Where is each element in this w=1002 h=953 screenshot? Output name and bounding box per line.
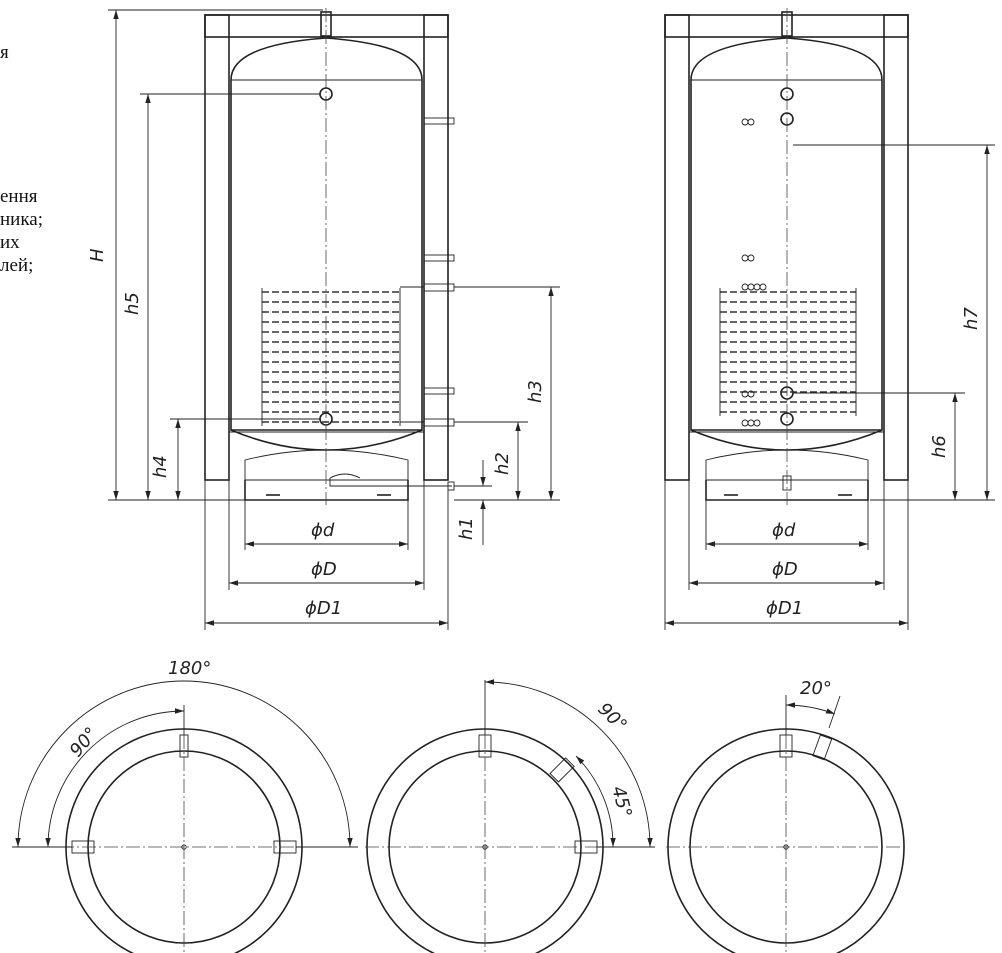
dim-h7-label: h7 <box>961 307 982 330</box>
left-dimensions <box>108 9 560 630</box>
right-dimensions <box>664 144 995 630</box>
legend-line-1: я <box>0 42 9 63</box>
right-coil <box>719 288 857 416</box>
left-coil <box>261 286 424 426</box>
dim-h1-label: h1 <box>456 517 477 540</box>
angle-45-label: 45° <box>607 784 636 820</box>
angle-90-left-label: 90° <box>66 723 103 761</box>
left-tank-view <box>204 8 455 505</box>
legend-line-2: ення <box>0 186 38 207</box>
dim-H-label: H <box>87 248 108 262</box>
dim-h4-label: h4 <box>150 455 171 478</box>
legend-line-4: их <box>0 232 20 253</box>
dim-D-label-left: ϕD <box>311 559 337 580</box>
plan-view-2 <box>365 679 655 953</box>
legend-line-5: лей; <box>0 255 34 276</box>
dim-D1-label-left: ϕD1 <box>305 598 342 619</box>
dim-h5-label: h5 <box>122 292 143 315</box>
angle-90-mid-label: 90° <box>593 699 630 736</box>
plan-view-3 <box>666 695 906 953</box>
legend-line-3: ника; <box>0 209 43 230</box>
plan-view-1 <box>12 680 358 953</box>
angle-180-label: 180° <box>168 658 211 679</box>
angle-20-label: 20° <box>800 678 832 699</box>
dim-d-label-right: ϕd <box>772 520 796 541</box>
dim-h2-label: h2 <box>492 452 513 475</box>
dim-D-label-right: ϕD <box>772 559 798 580</box>
dim-d-label-left: ϕd <box>311 520 335 541</box>
dim-D1-label-right: ϕD1 <box>766 598 803 619</box>
dim-h3-label: h3 <box>525 380 546 403</box>
right-tank-view <box>664 8 909 505</box>
dim-h6-label: h6 <box>929 435 950 458</box>
